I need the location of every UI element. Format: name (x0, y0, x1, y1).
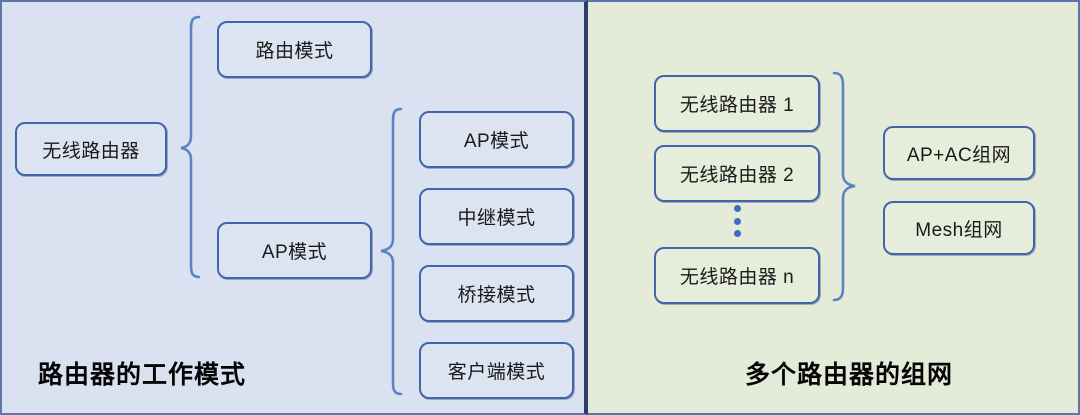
node-wireless-router-2[interactable]: 无线路由器 2 (654, 145, 820, 202)
vertical-ellipsis-icon (733, 205, 741, 237)
node-label: AP+AC组网 (906, 144, 1012, 166)
node-routing-mode[interactable]: 路由模式 (217, 21, 372, 78)
node-label: 无线路由器 n (679, 267, 795, 288)
brace-root-to-level1 (178, 14, 202, 280)
node-wireless-router-root[interactable]: 无线路由器 (15, 122, 167, 176)
node-repeater-mode[interactable]: 中继模式 (419, 188, 574, 245)
node-label: Mesh组网 (915, 219, 1003, 241)
brace-routers-to-networking (830, 70, 858, 306)
panel-multi-router-networking: 无线路由器 1 无线路由器 2 无线路由器 n AP+AC组网 Mesh组网 (588, 0, 1080, 415)
node-ap-mode-level1[interactable]: AP模式 (217, 222, 372, 279)
node-ap-ac-networking[interactable]: AP+AC组网 (883, 126, 1035, 180)
node-mesh-networking[interactable]: Mesh组网 (883, 201, 1035, 255)
node-label: 中继模式 (457, 208, 536, 229)
node-label: 无线路由器 1 (679, 95, 795, 116)
panel-title-multi-router-networking: 多个路由器的组网 (745, 361, 954, 389)
panel-router-working-modes: 无线路由器 路由模式 AP模式 AP模式 中继模式 桥 (0, 0, 588, 415)
node-label: AP模式 (261, 242, 328, 263)
ellipsis-dot (733, 205, 741, 212)
node-client-mode[interactable]: 客户端模式 (419, 342, 574, 399)
node-label: 路由模式 (255, 41, 334, 62)
panel-title-router-working-modes: 路由器的工作模式 (38, 361, 247, 389)
brace-ap-mode-to-level2 (378, 106, 404, 398)
node-bridge-mode[interactable]: 桥接模式 (419, 265, 574, 322)
node-label: 无线路由器 2 (679, 165, 795, 186)
node-label: 桥接模式 (457, 285, 536, 306)
ellipsis-dot (733, 230, 741, 237)
node-ap-mode[interactable]: AP模式 (419, 111, 574, 168)
ellipsis-dot (733, 217, 741, 225)
node-wireless-router-n[interactable]: 无线路由器 n (654, 247, 820, 304)
node-label: AP模式 (463, 131, 530, 152)
node-wireless-router-1[interactable]: 无线路由器 1 (654, 75, 820, 132)
node-label: 无线路由器 (42, 140, 140, 162)
node-label: 客户端模式 (447, 362, 546, 383)
